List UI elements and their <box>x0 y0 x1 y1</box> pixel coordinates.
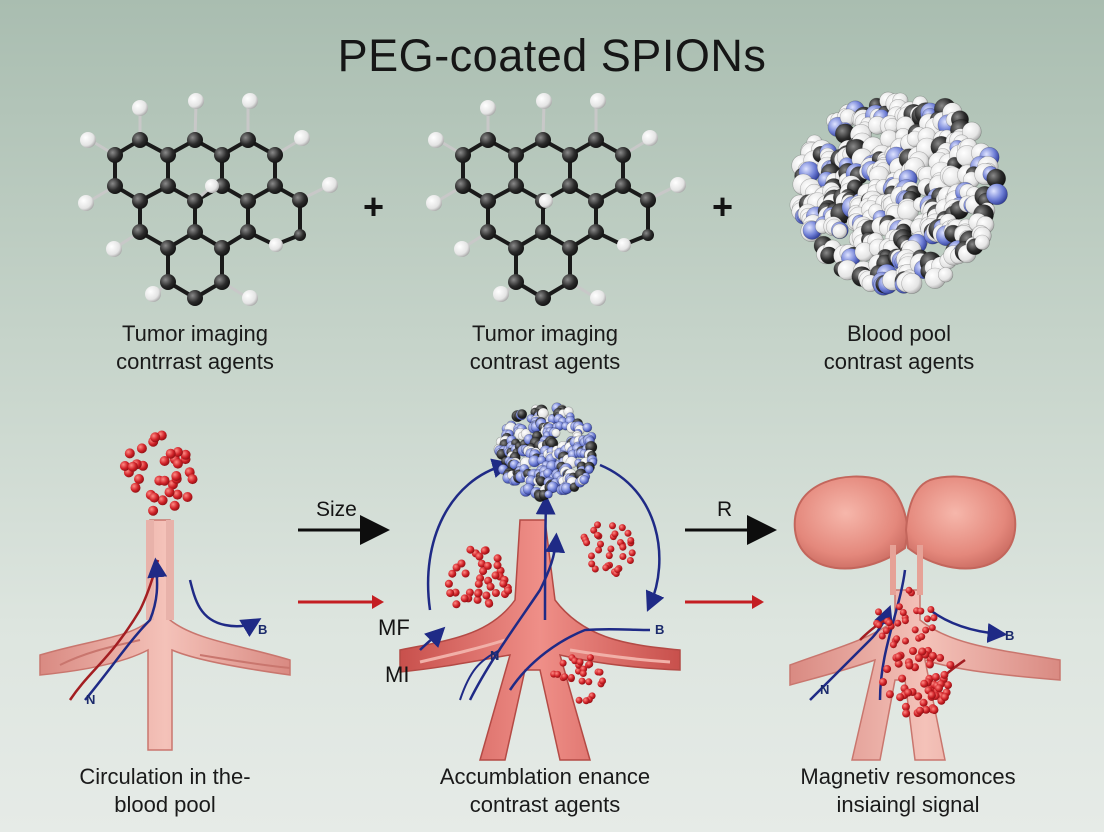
vessel-icon <box>399 458 681 761</box>
nanoparticle-icon <box>789 91 1008 296</box>
vessel-mark: N <box>820 682 830 697</box>
nanoparticle-icon <box>493 402 598 502</box>
vessel-mark: B <box>655 622 665 637</box>
particle-cluster <box>444 521 636 705</box>
vessel-mark: N <box>86 692 96 707</box>
vessel-mark: B <box>258 622 268 637</box>
vessel-icon <box>39 519 291 751</box>
vessel-mark: B <box>1005 628 1015 643</box>
molecule-icon <box>78 93 338 306</box>
plus-sign: + <box>363 186 385 227</box>
molecule-icon <box>426 93 686 306</box>
arrow-label-r: R <box>717 498 733 521</box>
diagram-title: PEG-coated SPIONs <box>337 30 767 81</box>
label-mi: MI <box>385 662 410 687</box>
vessel-mark: N <box>490 648 500 663</box>
particle-cluster <box>119 430 198 516</box>
plus-sign: + <box>712 186 734 227</box>
particle-cluster <box>873 586 955 718</box>
label-mf: MF <box>378 615 410 640</box>
organ-icon <box>789 475 1061 761</box>
caption-circulation: Circulation in the-blood pool <box>79 764 251 817</box>
arrow-label-size: Size <box>316 498 357 521</box>
